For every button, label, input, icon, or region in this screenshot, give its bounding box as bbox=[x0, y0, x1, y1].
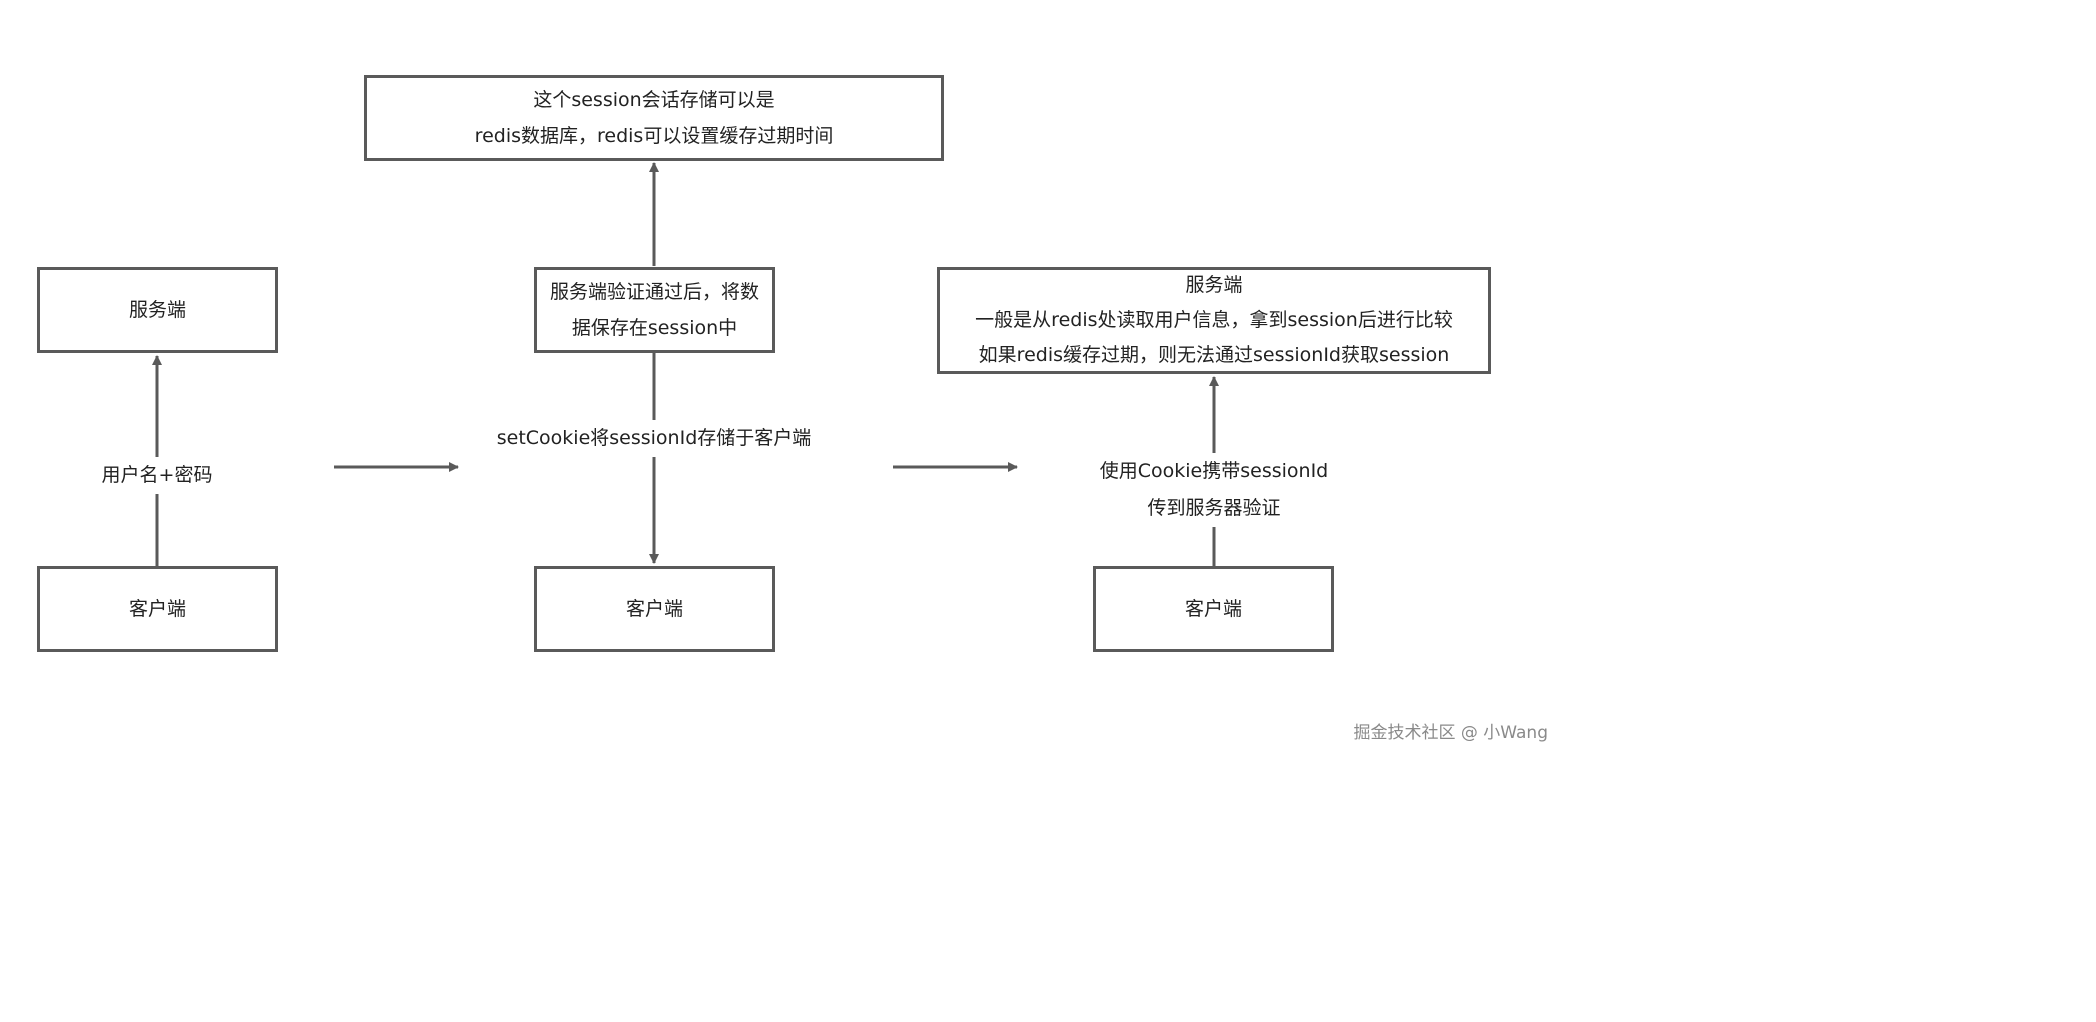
stage1-edge-label: 用户名+密码 bbox=[92, 457, 222, 494]
stage3-server-line-1: 一般是从redis处读取用户信息，拿到session后进行比较 bbox=[975, 309, 1453, 331]
stage2-client-box: 客户端 bbox=[534, 566, 775, 652]
stage3-client-label: 客户端 bbox=[1184, 598, 1242, 620]
stage3-server-box: 服务端 一般是从redis处读取用户信息，拿到session后进行比较 如果re… bbox=[937, 267, 1491, 374]
stage1-client-box: 客户端 bbox=[37, 566, 278, 652]
stage2-edge-label: setCookie将sessionId存储于客户端 bbox=[478, 420, 830, 457]
stage3-server-title: 服务端 bbox=[1185, 274, 1243, 296]
stage1-client-label: 客户端 bbox=[128, 598, 186, 620]
stage3-edge-line-1: 使用Cookie携带sessionId bbox=[1099, 460, 1329, 482]
stage3-edge-line-2: 传到服务器验证 bbox=[1147, 497, 1281, 519]
server-verify-line-2: 据保存在session中 bbox=[571, 317, 738, 339]
watermark-text: 掘金技术社区 @ 小Wang bbox=[1353, 723, 1548, 743]
stage1-server-box: 服务端 bbox=[37, 267, 278, 353]
stage2-client-label: 客户端 bbox=[625, 598, 683, 620]
stage2-storage-note-box: 这个session会话存储可以是 redis数据库，redis可以设置缓存过期时… bbox=[364, 75, 944, 161]
stage2-server-verify-box: 服务端验证通过后，将数 据保存在session中 bbox=[534, 267, 775, 353]
server-verify-line-1: 服务端验证通过后，将数 bbox=[549, 281, 759, 303]
stage3-server-line-2: 如果redis缓存过期，则无法通过sessionId获取session bbox=[978, 344, 1450, 366]
stage3-client-box: 客户端 bbox=[1093, 566, 1334, 652]
stage3-edge-label: 使用Cookie携带sessionId 传到服务器验证 bbox=[1088, 453, 1340, 527]
stage2-edge-text: setCookie将sessionId存储于客户端 bbox=[496, 427, 812, 449]
storage-note-line-2: redis数据库，redis可以设置缓存过期时间 bbox=[474, 125, 834, 147]
stage1-edge-text: 用户名+密码 bbox=[101, 464, 213, 486]
storage-note-line-1: 这个session会话存储可以是 bbox=[533, 89, 775, 111]
stage1-server-label: 服务端 bbox=[128, 299, 186, 321]
